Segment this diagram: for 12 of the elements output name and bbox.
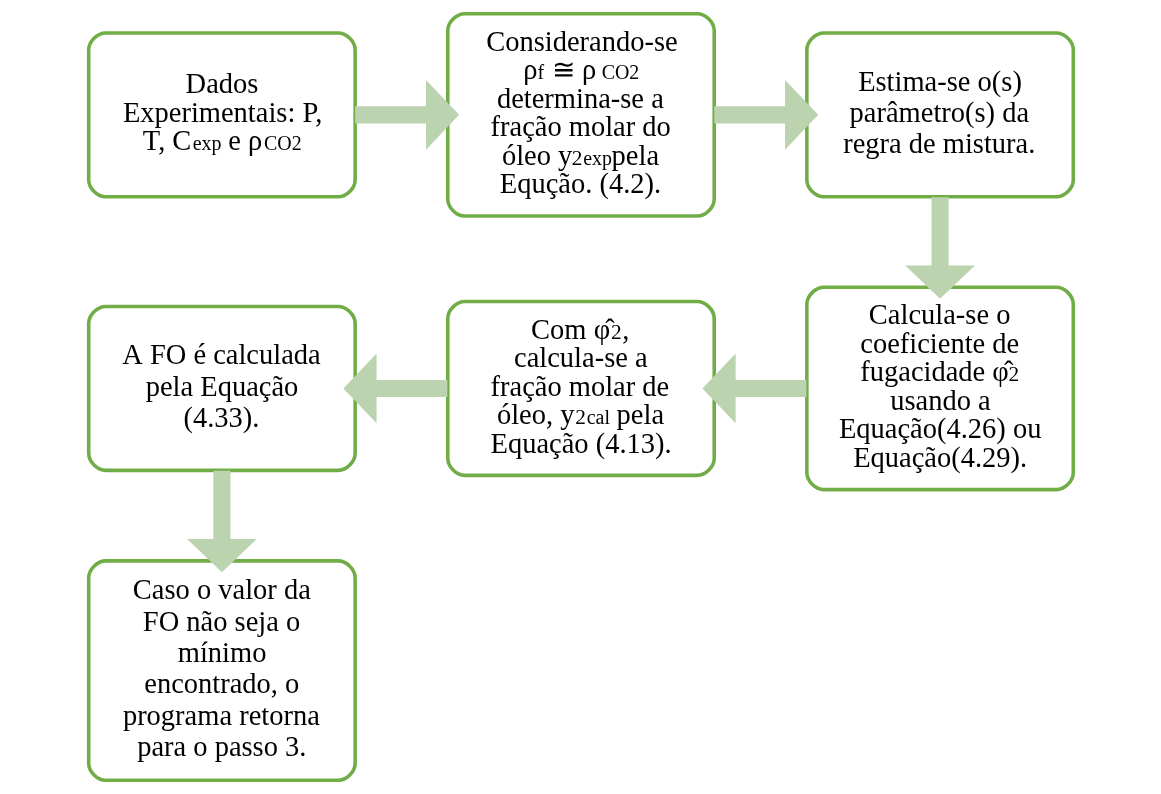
node-box: A FO é calculada pela Equação (4.33). — [86, 304, 357, 473]
node-box: Dados Experimentais: P, T, Cexp e ρCO2 — [86, 31, 357, 199]
arrow — [701, 353, 806, 424]
arrow — [713, 80, 818, 150]
arrow — [342, 353, 447, 424]
node-box: Com φ̂2, calcula-se a fração molar de óleo, y2cal pela Equação (4.13). — [445, 299, 716, 478]
node-box: Estima-se o(s) parâmetro(s) da regra de mistura. — [804, 31, 1075, 199]
node-box: Caso o valor da FO não seja o mínimo encontrado, o programa retorna para o passo 3. — [86, 559, 357, 783]
arrow — [904, 197, 975, 299]
arrow — [354, 80, 459, 150]
node-box: Calcula-se o coeficiente de fugacidade φ̂2 usando a Equação(4.26) ou Equação(4.29). — [804, 285, 1075, 492]
arrow — [186, 470, 257, 573]
